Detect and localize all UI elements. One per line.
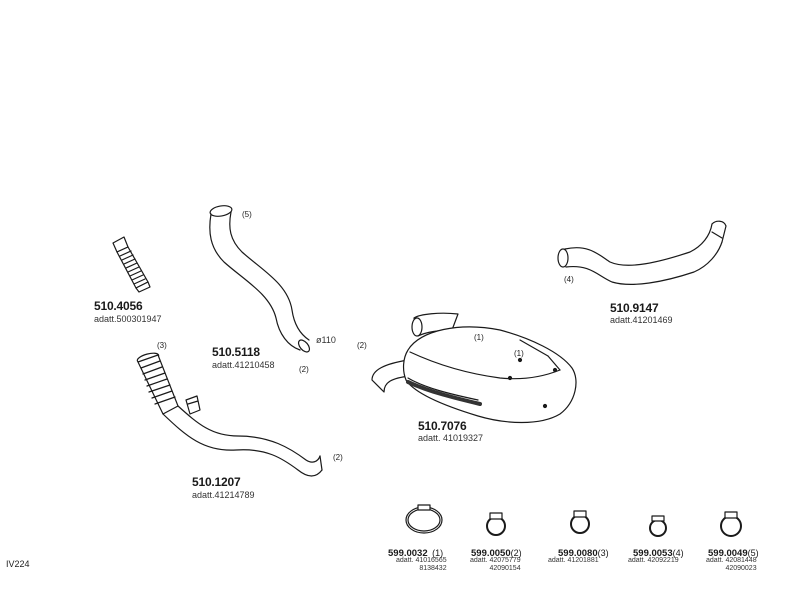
muffler-510-7076 — [371, 312, 577, 424]
clamp-label-599-0049: 599.0049(5) — [708, 544, 759, 560]
part-number-510-7076: 510.7076 — [418, 419, 467, 433]
clamp-refs-599-0080: adatt. 41201881 — [548, 557, 599, 565]
part-number-510-9147: 510.9147 — [610, 301, 659, 315]
part-qty-a-510-7076: (1) — [474, 333, 484, 342]
clamp-qty: (4) — [672, 548, 684, 558]
part-qty-510-7076: (2) — [357, 341, 367, 350]
clamp-label-599-0080: 599.0080(3) — [558, 544, 609, 560]
clamp-refs-599-0050: adatt. 42075779 42090154 — [470, 557, 521, 573]
clamp-qty: (5) — [747, 548, 759, 558]
clamp-number: 599.0050 — [471, 548, 511, 559]
clamp-number: 599.0032 — [388, 548, 428, 559]
clamp-ref-2: 42090154 — [489, 565, 521, 573]
clamp-number: 599.0080 — [558, 548, 598, 559]
clamp-599-0050 — [486, 512, 506, 536]
clamp-qty: (1) — [432, 548, 444, 558]
clamp-ref-2: 42090023 — [725, 565, 757, 573]
clamp-number: 599.0049 — [708, 548, 748, 559]
clamp-refs-599-0049: adatt. 42081448 42090023 — [706, 557, 757, 573]
clamp-label-599-0050: 599.0050(2) — [471, 544, 522, 560]
clamp-599-0080 — [570, 510, 590, 534]
part-qty-510-5118: (5) — [242, 210, 252, 219]
clamp-qty: (3) — [597, 548, 609, 558]
pipe-510-9147 — [557, 220, 727, 285]
clamp-ref-1: adatt. 42075779 — [470, 557, 521, 564]
pipe-510-5118 — [209, 205, 311, 353]
part-qty-b-510-7076: (1) — [514, 349, 524, 358]
clamp-ref-2: 8138432 — [419, 565, 447, 573]
part-qty2-510-5118: (2) — [299, 365, 309, 374]
part-number-510-1207: 510.1207 — [192, 475, 241, 489]
clamp-ref-1: adatt. 41201881 — [548, 557, 599, 564]
part-qty2-510-1207: (2) — [333, 453, 343, 462]
clamp-label-599-0053: 599.0053(4) — [633, 544, 684, 560]
clamp-ref-1: adatt. 41016565 — [396, 557, 447, 564]
part-qty-510-9147: (4) — [564, 275, 574, 284]
clamp-ref-1: adatt. 42092219 — [628, 557, 679, 564]
part-qty-510-1207: (3) — [157, 341, 167, 350]
catalog-code: IV224 — [6, 559, 30, 569]
part-ref-510-1207: adatt.41214789 — [192, 490, 255, 500]
clamp-number: 599.0053 — [633, 548, 673, 559]
clamp-refs-599-0032: adatt. 41016565 8138432 — [396, 557, 447, 573]
clamp-599-0049 — [720, 511, 742, 537]
clamp-refs-599-0053: adatt. 42092219 — [628, 557, 679, 565]
clamp-599-0053 — [649, 515, 667, 537]
part-ref-510-9147: adatt.41201469 — [610, 315, 673, 325]
clamp-qty: (2) — [510, 548, 522, 558]
part-ref-510-7076: adatt. 41019327 — [418, 433, 484, 443]
clamp-599-0032 — [405, 504, 443, 534]
clamp-ref-1: adatt. 42081448 — [706, 557, 757, 564]
pipe-510-1207 — [136, 352, 323, 477]
part-ref-510-4056: adatt.500301947 — [94, 314, 162, 324]
part-ref-510-5118: adatt.41210458 — [212, 360, 275, 370]
pipe-diameter-label: ø110 — [316, 335, 336, 345]
part-number-510-5118: 510.5118 — [212, 345, 260, 359]
clamp-label-599-0032: 599.0032 (1) — [388, 544, 443, 560]
flex-pipe-510-4056 — [112, 236, 151, 293]
part-number-510-4056: 510.4056 — [94, 299, 143, 313]
